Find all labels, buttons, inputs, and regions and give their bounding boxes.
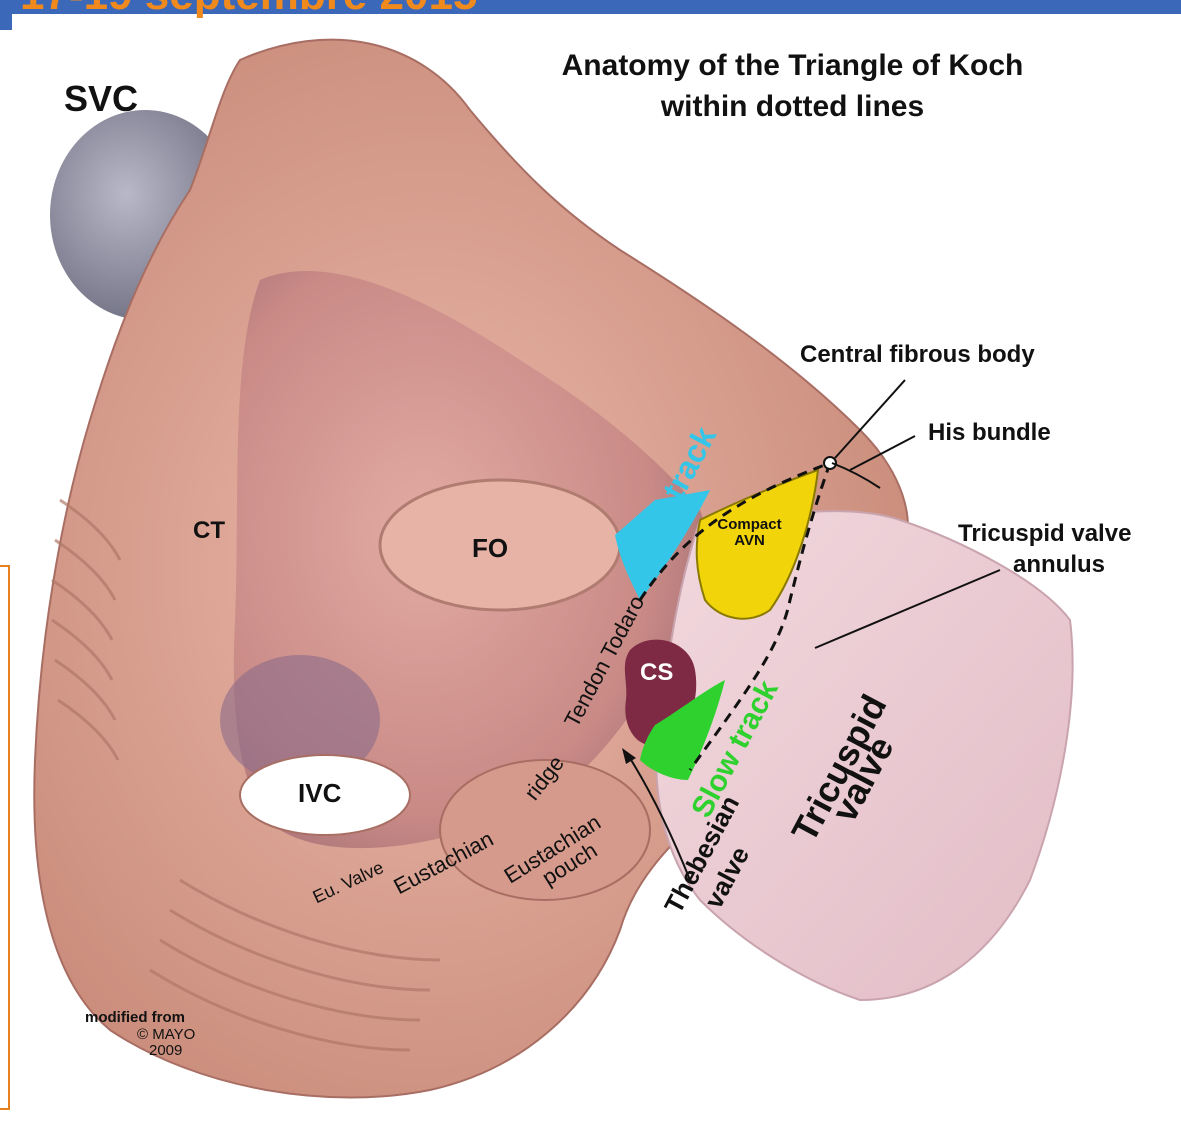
label-tricuspid-annulus: Tricuspid valve annulus <box>958 518 1131 580</box>
label-tricuspid-annulus-line-1: Tricuspid valve <box>958 518 1131 549</box>
label-ivc: IVC <box>298 780 341 807</box>
label-svc: SVC <box>64 80 138 118</box>
label-compact-avn-line-2: AVN <box>702 533 797 549</box>
title-line-1: Anatomy of the Triangle of Koch <box>515 46 1070 87</box>
label-ct: CT <box>193 518 225 543</box>
label-fo: FO <box>472 535 508 562</box>
label-compact-avn-line-1: Compact <box>702 517 797 533</box>
credit-line-1: modified from <box>85 1010 195 1027</box>
label-central-fibrous-body: Central fibrous body <box>800 342 1035 367</box>
credit-block: modified from © MAYO 2009 <box>85 1010 195 1060</box>
diagram-title: Anatomy of the Triangle of Koch within d… <box>515 46 1070 127</box>
label-compact-avn: Compact AVN <box>702 517 797 549</box>
label-his-bundle: His bundle <box>928 420 1051 445</box>
credit-line-3: 2009 <box>85 1043 195 1060</box>
label-tricuspid-annulus-line-2: annulus <box>958 549 1131 580</box>
credit-line-2: © MAYO <box>85 1027 195 1044</box>
title-line-2: within dotted lines <box>515 87 1070 128</box>
label-cs: CS <box>640 660 673 685</box>
